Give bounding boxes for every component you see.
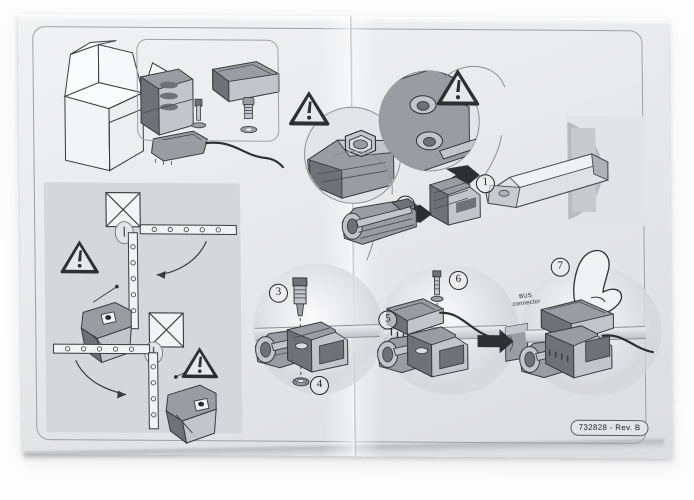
callout-circle-left [304,106,402,204]
parts-inset-card [136,38,280,142]
warning-triangle-icon [60,240,99,274]
bolt-part-step3 [292,277,308,317]
warning-triangle-orientation-bottom [180,345,220,379]
motor-part-step2 [336,196,421,253]
step-number-5: 5 [378,310,398,330]
mounting-bracket-part [140,68,194,136]
warning-triangle-icon [289,91,330,126]
orientation-illustration [52,191,237,445]
screw-part-step6 [430,270,444,302]
step-7-illustration [519,250,654,379]
printed-content-plane: 1 2 [18,14,673,458]
bus-insert-arrow [477,329,514,354]
step-number-4: 4 [309,375,330,396]
assembly-step-34 [249,272,400,399]
step-56-illustration [377,270,529,378]
callout-hex-bolt-detail [297,100,408,211]
step-number-6: 6 [448,270,469,291]
revision-tag: 732828 - Rev. B [570,419,649,437]
wall-mounted-arm [475,115,647,227]
step-number-3: 3 [268,283,289,303]
cover-part [212,61,280,103]
mounting-orientation-panel [43,182,243,445]
screw-and-nut-part [240,97,258,134]
warning-triangle-icon [181,347,219,379]
nut-part-step4 [292,377,310,387]
bolt-and-washer-part [191,98,207,129]
step-34-illustration [255,277,349,387]
bracket-clamp-step34 [286,321,349,373]
warning-triangle-detail-right [435,67,481,107]
assembled-unit-step7 [519,325,654,379]
package-contents-panel [46,38,285,172]
wall-and-arm-illustration [485,115,647,227]
motor-illustration [341,198,418,245]
callout-bracket-holes-detail [371,62,488,179]
motor-and-clamp-step56 [377,326,469,378]
step-number-7: 7 [550,257,570,277]
package-contents-illustration [63,40,285,172]
assembly-step-7 [519,247,671,398]
cable-connector-part [150,130,285,169]
bracket-illustration [429,176,481,226]
warning-triangle-orientation-top [58,238,100,274]
warning-triangle-icon [436,69,480,106]
orientation-bottom-group [52,312,217,445]
assembly-step-56 [377,264,554,399]
warning-triangle-detail-left [287,89,331,127]
callout-circle-right [378,70,480,172]
bracket-part-step1 [426,173,487,227]
